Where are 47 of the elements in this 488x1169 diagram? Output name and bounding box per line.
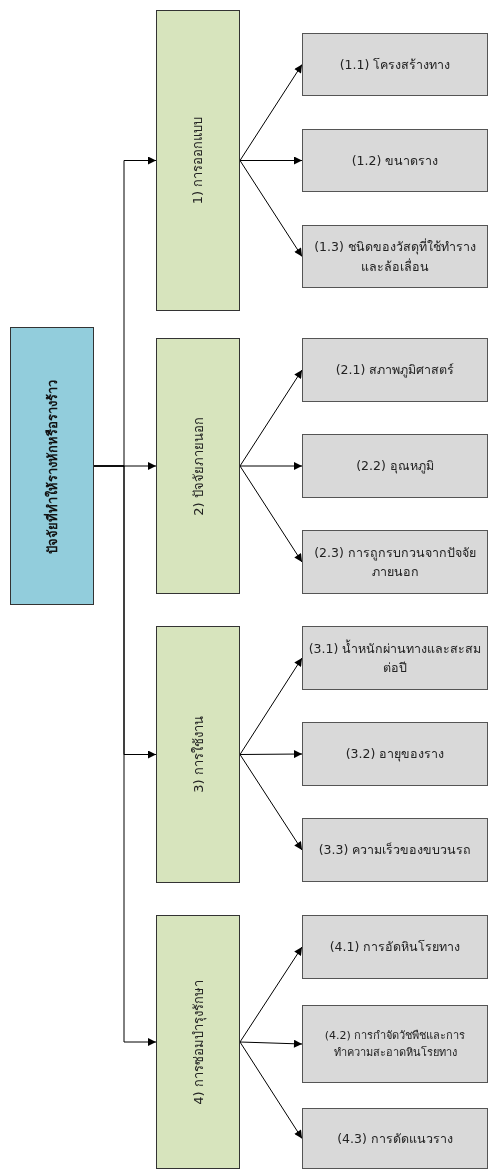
factor-box [302,129,488,192]
factor-box [302,225,488,288]
factor-label: (3.2) อายุของราง [344,745,446,764]
factor-box [302,434,488,498]
arrow [239,64,303,161]
factor-label: (4.2) การกำจัดวัชพืชและการทำความสะอาดหินโรยทาง [323,1027,467,1061]
arrow [93,465,157,1046]
arrow [239,1041,303,1139]
factor-box [302,1108,488,1169]
factor-label: (2.3) การถูกรบกวนจากปัจจัยภายนอก [313,543,477,581]
category-box [156,626,240,883]
arrow [239,946,303,1043]
arrow [239,160,303,257]
category-label: 3) การใช้งาน [189,716,207,793]
factor-label: (2.2) อุณหภูมิ [355,457,435,476]
factor-label: (4.3) การดัดแนวราง [336,1129,454,1148]
factor-box [302,915,488,979]
arrow [239,369,303,467]
category-box [156,915,240,1169]
factor-box [302,722,488,786]
factor-label: (2.1) สภาพภูมิศาสตร์ [334,361,456,380]
factor-box [302,33,488,96]
topic-label: ปัจจัยที่ทำให้รางหักหรือรางร้าว [42,379,61,553]
main-topic-box [10,327,94,605]
category-box [156,338,240,594]
category-label: 1) การออกแบบ [189,116,207,205]
factor-box [302,530,488,594]
factor-box [302,626,488,690]
factor-box [302,338,488,402]
factor-label: (1.2) ขนาดราง [350,151,440,170]
factor-label: (3.3) ความเร็วของขบวนรถ [317,841,473,860]
factor-label: (1.1) โครงสร้างทาง [338,55,452,74]
arrow [239,657,303,755]
arrow [239,462,303,470]
category-box [156,10,240,311]
arrow [239,754,303,851]
factor-box [302,1005,488,1083]
factor-label: (3.1) น้ำหนักผ่านทางและสะสมต่อปี [307,638,483,677]
arrow [239,156,303,165]
factor-label: (1.3) ชนิดของวัสดุที่ใช้ทำรางและล้อเลื่อน [313,237,477,276]
category-label: 4) การซ่อมบำรุงรักษา [189,979,208,1105]
category-label: 2) ปัจจัยภายนอก [189,416,207,516]
factor-box [302,818,488,882]
arrow [239,750,303,759]
arrow [239,1039,303,1048]
factor-label: (4.1) การอัดหินโรยทาง [328,938,462,957]
arrow [239,465,303,563]
